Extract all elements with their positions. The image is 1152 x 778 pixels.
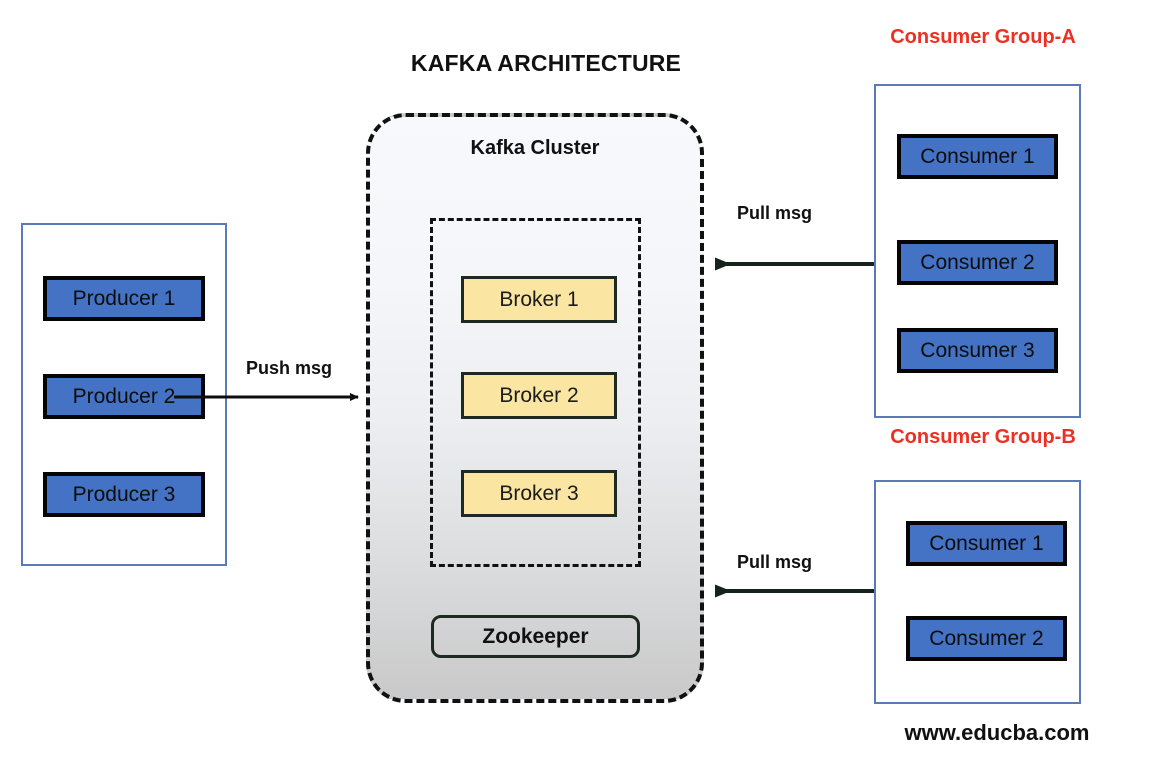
broker-box-1[interactable]: Broker 1 bbox=[461, 276, 617, 323]
zookeeper-box[interactable]: Zookeeper bbox=[431, 615, 640, 658]
producer-box-3[interactable]: Producer 3 bbox=[43, 472, 205, 517]
consumer-group-a-box-2[interactable]: Consumer 2 bbox=[897, 240, 1058, 285]
page-title: KAFKA ARCHITECTURE bbox=[410, 50, 682, 76]
producer-box-1[interactable]: Producer 1 bbox=[43, 276, 205, 321]
kafka-cluster-label: Kafka Cluster bbox=[470, 137, 600, 159]
consumer-group-b-box-1[interactable]: Consumer 1 bbox=[906, 521, 1067, 566]
broker-box-2[interactable]: Broker 2 bbox=[461, 372, 617, 419]
brokers-container bbox=[430, 218, 641, 567]
pull-msg-a-label: Pull msg bbox=[737, 203, 813, 223]
consumer-group-a-box-1[interactable]: Consumer 1 bbox=[897, 134, 1058, 179]
consumer-group-b-box-2[interactable]: Consumer 2 bbox=[906, 616, 1067, 661]
consumer-group-b-container bbox=[874, 480, 1081, 704]
push-msg-label: Push msg bbox=[246, 358, 333, 378]
footer-url: www.educba.com bbox=[904, 720, 1090, 745]
broker-box-3[interactable]: Broker 3 bbox=[461, 470, 617, 517]
consumer-group-a-title: Consumer Group-A bbox=[890, 26, 1076, 48]
consumer-group-b-title: Consumer Group-B bbox=[890, 426, 1076, 448]
producer-box-2[interactable]: Producer 2 bbox=[43, 374, 205, 419]
pull-msg-b-label: Pull msg bbox=[737, 552, 813, 572]
consumer-group-a-box-3[interactable]: Consumer 3 bbox=[897, 328, 1058, 373]
